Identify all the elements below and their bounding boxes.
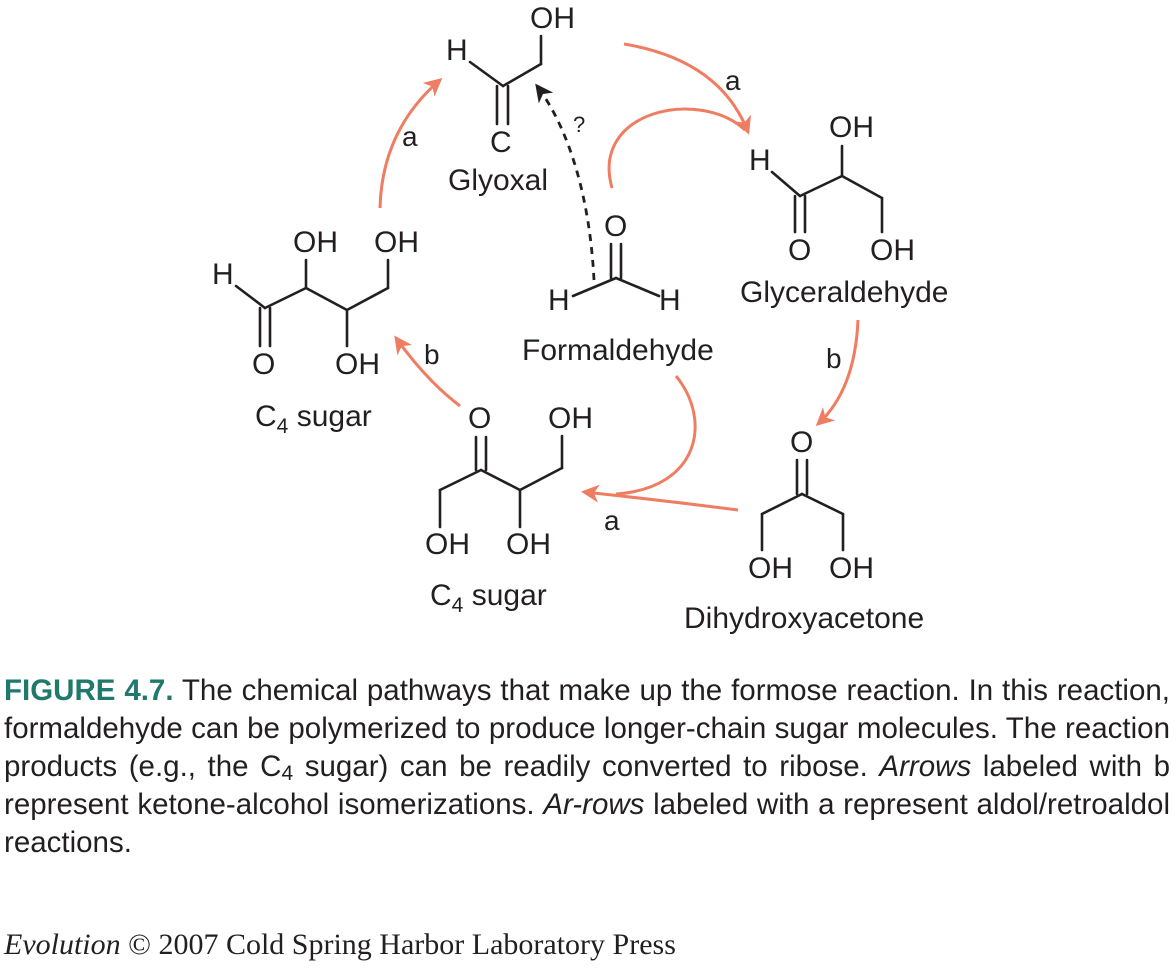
c4-sugar-aldose-name: C4 sugar [255, 400, 372, 438]
figure-caption: FIGURE 4.7. The chemical pathways that m… [4, 672, 1170, 862]
caption-italic-arrows: Arrows [879, 750, 972, 783]
arrow-label-b-left: b [424, 339, 440, 370]
glyceraldehyde-oh-top-label: OH [829, 111, 874, 144]
dihydroxyacetone-bond-c2-c3 [800, 492, 845, 516]
glyceraldehyde-bond-c1-c2 [798, 174, 844, 198]
dihydroxyacetone-structure: O OH OH Dihydroxyacetone [684, 426, 924, 635]
arrow-formaldehyde-feed-top [607, 107, 747, 189]
c4-aldose-oh-top-left-label: OH [293, 226, 338, 259]
formaldehyde-h-right-label: H [659, 284, 681, 317]
copyright-credit: Evolution © 2007 Cold Spring Harbor Labo… [4, 928, 1170, 962]
figure-number: FIGURE 4.7. [4, 674, 174, 707]
arrow-formaldehyde-to-glyoxal-dashed [535, 83, 596, 281]
dihydroxyacetone-o-label: O [790, 426, 813, 459]
formaldehyde-o-label: O [604, 210, 627, 243]
caption-text-4: labeled with a represent aldol/retroaldo… [4, 788, 1171, 859]
c4-ketose-oh-bottom-left-label: OH [425, 528, 470, 561]
formose-reaction-diagram: OH H C Glyoxal OH H O OH Glyceraldehyde … [212, 2, 948, 635]
c4-ketose-o-label: O [468, 402, 491, 435]
c4-aldose-oh-bottom-label: OH [335, 348, 380, 381]
glyceraldehyde-oh-bottom-label: OH [870, 234, 915, 267]
formaldehyde-bond-h-right [614, 276, 661, 298]
caption-subscript: 4 [281, 762, 294, 785]
glyceraldehyde-o-label: O [788, 234, 811, 267]
formaldehyde-name: Formaldehyde [522, 334, 714, 367]
arrow-dihydroxyacetone-to-c4-ketose [581, 484, 739, 512]
glyceraldehyde-name: Glyceraldehyde [740, 276, 948, 309]
dihydroxyacetone-oh-right-label: OH [829, 552, 874, 585]
glyoxal-h-label: H [446, 34, 468, 67]
arrow-glyceraldehyde-to-dihydroxyacetone [815, 319, 860, 427]
c4-aldose-bond-c1-c2 [263, 286, 308, 310]
reaction-arrows: a b a b a ? [378, 42, 860, 536]
arrow-glyoxal-to-glyceraldehyde [623, 42, 751, 135]
glyceraldehyde-bond-c2-c3 [840, 174, 884, 200]
caption-text-2: sugar) can be readily converted to ribos… [293, 750, 880, 783]
glyceraldehyde-bond-h [770, 170, 802, 198]
caption-italic-arrows-2: Ar-rows [543, 788, 645, 821]
c4-sugar-ketose-structure: O OH OH OH C4 sugar [425, 402, 593, 617]
c4-sugar-ketose-name: C4 sugar [430, 579, 547, 617]
c4-ketose-bond-c2-c3 [479, 468, 522, 492]
arrow-label-a-top-right: a [725, 65, 741, 96]
glyoxal-c-label: C [490, 126, 512, 159]
credit-book-title: Evolution [4, 928, 121, 961]
glyoxal-structure: OH H C Glyoxal [446, 2, 575, 197]
formaldehyde-h-left-label: H [548, 284, 570, 317]
arrow-label-b-right: b [826, 343, 842, 374]
c4-aldose-oh-top-right-label: OH [374, 226, 419, 259]
glyceraldehyde-structure: OH H O OH Glyceraldehyde [740, 111, 948, 309]
glyoxal-name: Glyoxal [448, 164, 548, 197]
caption-text-3: labeled with b represent ketone-alcohol … [4, 750, 1170, 821]
c4-ketose-oh-top-label: OH [548, 402, 593, 435]
dihydroxyacetone-oh-left-label: OH [748, 552, 793, 585]
arrow-formaldehyde-feed-bottom [615, 375, 697, 496]
glyoxal-oh-label: OH [530, 2, 575, 35]
arrow-label-a-left: a [402, 121, 418, 152]
c4-aldose-bond-c3-c4 [345, 286, 390, 312]
c4-ketose-bond-c2-c1 [438, 468, 483, 492]
c4-aldose-o-label: O [252, 348, 275, 381]
formaldehyde-bond-h-left [571, 276, 618, 298]
c4-ketose-oh-bottom-right-label: OH [506, 528, 551, 561]
arrow-label-a-bottom: a [604, 505, 620, 536]
formaldehyde-structure: O H H Formaldehyde [522, 210, 714, 367]
arrow-c4-ketose-to-c4-aldose [394, 335, 461, 408]
arrow-c4-aldose-to-glyoxal [378, 78, 443, 209]
c4-sugar-aldose-structure: OH OH H O OH C4 sugar [212, 226, 419, 438]
glyceraldehyde-h-label: H [749, 144, 771, 177]
dihydroxyacetone-name: Dihydroxyacetone [684, 602, 924, 635]
c4-aldose-bond-c2-c3 [304, 286, 349, 312]
dihydroxyacetone-bond-c2-c1 [760, 492, 804, 516]
c4-ketose-bond-c3-c4 [518, 466, 564, 492]
c4-aldose-h-label: H [212, 258, 234, 291]
c4-aldose-bond-h [234, 284, 267, 310]
question-mark-label: ? [573, 112, 585, 137]
glyoxal-bond-c-ch2 [501, 62, 543, 88]
caption-text-1: The chemical pathways that make up the f… [4, 674, 1170, 783]
credit-publisher: © 2007 Cold Spring Harbor Laboratory Pre… [120, 928, 676, 961]
glyoxal-bond-h [468, 60, 505, 88]
